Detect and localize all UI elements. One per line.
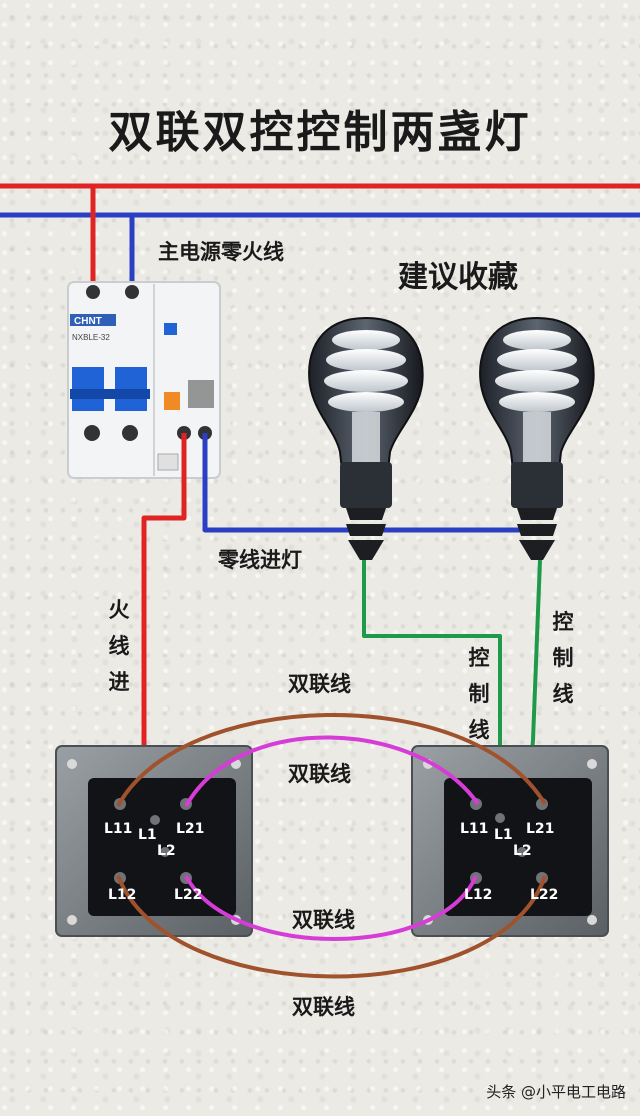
breaker-model: NXBLE-32 xyxy=(72,333,110,342)
label-control-right: 控制线 xyxy=(552,610,574,706)
sw2-terminal-l2: L2 xyxy=(513,843,532,859)
breaker-brand: CHNT xyxy=(74,316,102,327)
sw2-terminal-l22: L22 xyxy=(530,887,559,903)
switch-right xyxy=(411,745,609,937)
label-gang-line-1: 双联线 xyxy=(288,672,351,696)
sw1-terminal-l1: L1 xyxy=(138,827,157,843)
label-gang-line-2: 双联线 xyxy=(288,762,351,786)
sw2-terminal-l21: L21 xyxy=(526,821,555,837)
gang-wire-outer-bottom xyxy=(116,875,547,979)
sw2-terminal-l11: L11 xyxy=(460,821,489,837)
label-gang-line-3: 双联线 xyxy=(292,908,355,932)
sw2-terminal-l1: L1 xyxy=(494,827,513,843)
lamp-right xyxy=(479,316,595,560)
label-main-power: 主电源零火线 xyxy=(158,240,284,264)
gang-wire-inner-top xyxy=(184,735,480,807)
label-bookmark: 建议收藏 xyxy=(398,260,518,295)
sw1-terminal-l2: L2 xyxy=(157,843,176,859)
sw1-terminal-l21: L21 xyxy=(176,821,205,837)
sw1-terminal-l11: L11 xyxy=(104,821,133,837)
sw2-terminal-l12: L12 xyxy=(464,887,493,903)
label-gang-line-4: 双联线 xyxy=(292,995,355,1019)
label-control-left: 控制线 xyxy=(468,646,490,742)
gang-wire-inner-bottom xyxy=(184,875,478,941)
circuit-breaker: CHNT NXBLE-32 xyxy=(67,281,221,479)
neutral-to-lamp-wire xyxy=(202,433,540,533)
sw1-terminal-l12: L12 xyxy=(108,887,137,903)
gang-wire-outer-top xyxy=(116,713,547,807)
switch-left xyxy=(55,745,253,937)
page-title: 双联双控控制两盏灯 xyxy=(108,107,532,158)
label-neutral-to-lamp: 零线进灯 xyxy=(218,548,302,572)
lamp-left xyxy=(308,316,424,560)
sw1-terminal-l22: L22 xyxy=(174,887,203,903)
watermark: 头条 @小平电工电路 xyxy=(486,1083,626,1101)
control-wire-left xyxy=(362,560,502,818)
label-live-in: 火线进 xyxy=(108,598,130,694)
